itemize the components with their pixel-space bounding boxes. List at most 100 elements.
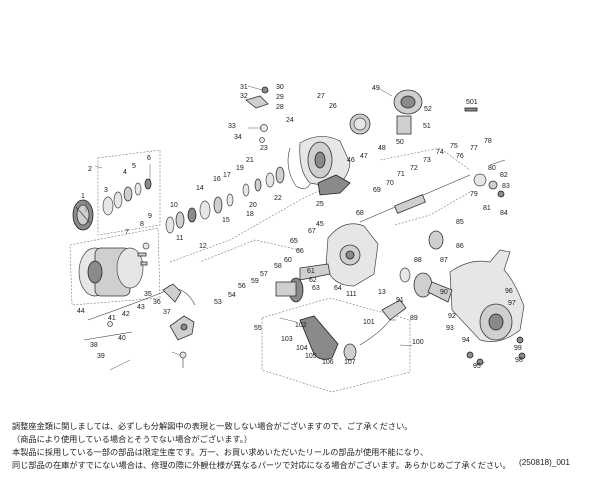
callout: 77 (470, 145, 478, 152)
callout-numbers: 2 1 3 4 5 6 7 8 9 10 11 12 13 14 15 16 1… (77, 84, 523, 370)
callout: 24 (286, 117, 294, 124)
callout: 9 (148, 213, 152, 220)
callout: 107 (344, 359, 356, 366)
callout: 11 (176, 235, 183, 242)
spool-group-box-lower (69, 227, 161, 306)
callout: 95 (473, 363, 481, 370)
note-line: 本製品に採用している一部の部品は限定生産です。万一、お買い求めいただいたリールの… (12, 448, 429, 457)
callout: 52 (424, 106, 432, 113)
callout: 99 (514, 345, 522, 352)
spool-group-box-upper (97, 149, 161, 236)
callout: 84 (500, 210, 508, 217)
callout: 74 (436, 149, 444, 156)
callout: 85 (456, 219, 464, 226)
callout: 100 (412, 339, 424, 346)
callout: 5 (132, 163, 136, 170)
bail-arm-parts (83, 283, 195, 368)
callout: 58 (274, 263, 282, 270)
callout: 79 (470, 191, 478, 198)
callout: 8 (140, 221, 144, 228)
callout: 60 (284, 257, 292, 264)
callout: 63 (312, 285, 320, 292)
spool (78, 247, 144, 297)
callout: 68 (356, 210, 364, 217)
callout: 47 (360, 153, 368, 160)
callout: 29 (276, 94, 284, 101)
roller-parts (349, 89, 423, 135)
disclaimer-notes: 調整座金類に関しましては、必ずしも分解図中の表現と一致しない場合がございますので… (12, 420, 572, 472)
callout: 86 (456, 243, 464, 250)
drag-knob (72, 199, 94, 231)
callout: 35 (144, 291, 152, 298)
handle (299, 299, 407, 361)
side-cover-screws (466, 336, 526, 366)
callout: 18 (246, 211, 254, 218)
callout: 57 (260, 271, 268, 278)
callout: 45 (316, 221, 324, 228)
callout: 12 (199, 243, 207, 250)
callout: 48 (378, 145, 386, 152)
callout: 2 (88, 166, 92, 173)
callout: 20 (249, 202, 257, 209)
callout: 33 (228, 123, 236, 130)
callout: 93 (446, 325, 454, 332)
drawing-code: (250818)_001 (519, 458, 570, 467)
callout: 38 (90, 342, 98, 349)
callout: 94 (462, 337, 470, 344)
callout: 25 (316, 201, 324, 208)
callout: 31 (240, 84, 248, 91)
callout: 70 (386, 180, 394, 187)
callout: 32 (240, 93, 248, 100)
callout: 80 (488, 165, 496, 172)
callout: 43 (137, 304, 145, 311)
callout: 101 (363, 319, 375, 326)
callout: 17 (223, 172, 231, 179)
callout: 55 (254, 325, 262, 332)
callout: 54 (228, 292, 236, 299)
callout: 69 (373, 187, 381, 194)
callout: 103 (281, 336, 293, 343)
callout: 78 (484, 138, 492, 145)
callout: 40 (118, 335, 126, 342)
callout: 105 (305, 353, 317, 360)
callout: 37 (163, 309, 171, 316)
callout: 10 (170, 202, 178, 209)
callout: 75 (450, 143, 458, 150)
main-shaft (359, 174, 471, 223)
callout: 30 (276, 84, 284, 91)
note-line: （商品により使用している場合とそうでない場合がございます。） (12, 435, 253, 444)
callout: 89 (410, 315, 418, 322)
bail-trip-parts (245, 86, 269, 143)
callout: 64 (334, 285, 342, 292)
callout: 62 (309, 277, 317, 284)
leader-lines (85, 85, 486, 371)
callout: 22 (274, 195, 282, 202)
callout: 19 (236, 165, 244, 172)
drag-washers (102, 178, 152, 216)
callout: 16 (213, 176, 221, 183)
note-line: 同じ部品の在庫がすでにない場合は、修理の際に外観仕様が異なるパーツで対応になる場… (12, 461, 511, 470)
callout: 44 (77, 308, 85, 315)
callout: 67 (308, 228, 316, 235)
callout: 97 (508, 300, 516, 307)
callout: 50 (396, 139, 404, 146)
callout: 66 (296, 248, 304, 255)
callout: 59 (251, 278, 259, 285)
callout: 14 (196, 185, 204, 192)
callout: 87 (440, 257, 448, 264)
callout: 1 (81, 193, 85, 200)
callout: 88 (414, 257, 422, 264)
pinion-gear-and-bearings (165, 193, 234, 234)
callout: 65 (290, 238, 298, 245)
callout: 91 (396, 297, 404, 304)
callout: 76 (456, 153, 464, 160)
callout: 98 (515, 357, 523, 364)
callout: 39 (97, 353, 105, 360)
handle-group-box (261, 297, 411, 393)
callout: 42 (122, 311, 130, 318)
callout: 28 (276, 104, 284, 111)
callout: 15 (222, 217, 230, 224)
oscillation-parts (399, 230, 444, 298)
drive-gear (275, 277, 304, 303)
callout: 7 (125, 229, 129, 236)
